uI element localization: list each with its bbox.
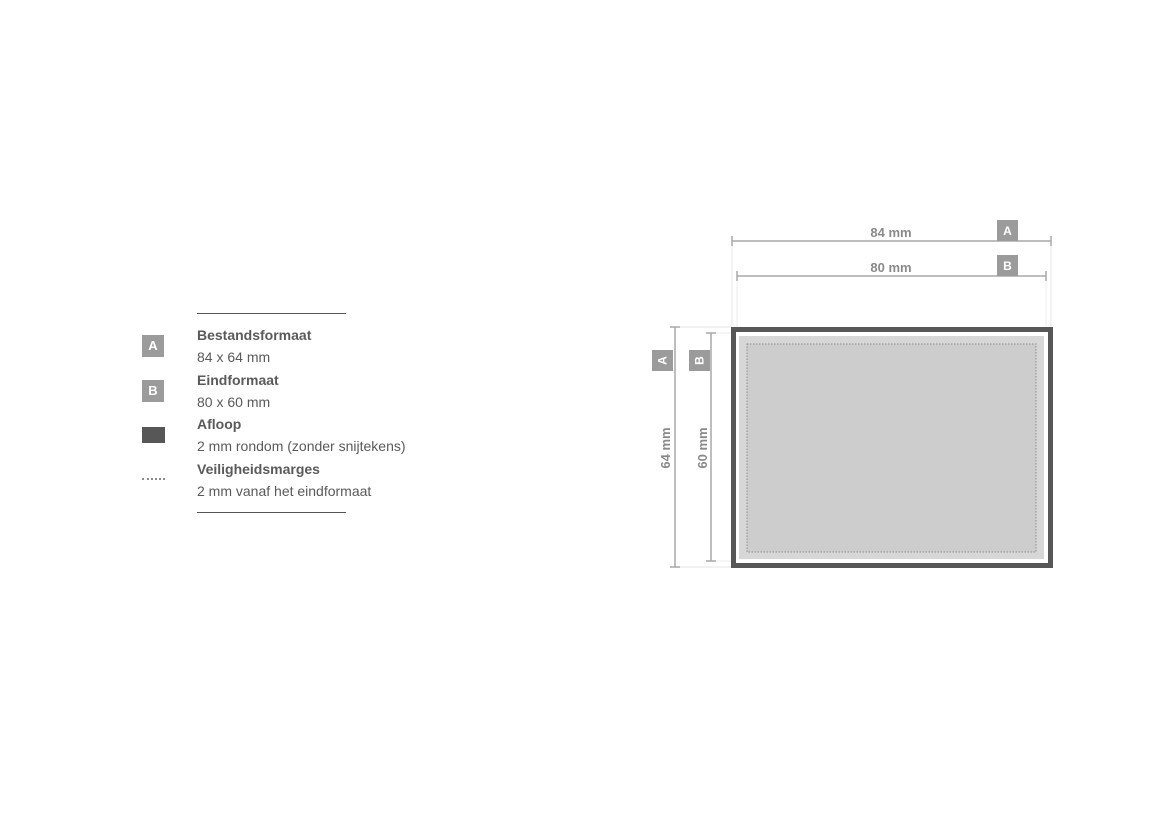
legend-title-file-format: Bestandsformaat — [197, 327, 312, 343]
legend-bottom-rule — [197, 512, 346, 513]
legend-title-final-format: Eindformaat — [197, 372, 279, 388]
safety-margin-swatch — [142, 478, 165, 480]
badge-b: B — [142, 380, 164, 402]
badge-b-left-box — [689, 350, 710, 371]
badge-a-left: A — [656, 356, 670, 365]
safety-area — [746, 343, 1037, 553]
badge-a-left-box — [652, 350, 673, 371]
badge-b-top-box — [997, 255, 1018, 276]
legend-top-rule — [197, 313, 346, 314]
badge-b-top: B — [1003, 259, 1012, 273]
dimension-label-height-a: 64 mm — [658, 427, 673, 468]
legend-text-file-format: 84 x 64 mm — [197, 349, 271, 365]
legend-title-bleed: Afloop — [197, 416, 242, 432]
badge-a: A — [142, 335, 164, 357]
badge-a-top: A — [1003, 224, 1012, 238]
dimension-label-width-b: 80 mm — [870, 260, 911, 275]
dimension-label-height-b: 60 mm — [695, 427, 710, 468]
legend-text-safety-margins: 2 mm vanaf het eindformaat — [197, 483, 372, 499]
dimension-label-width-a: 84 mm — [870, 225, 911, 240]
legend-title-safety-margins: Veiligheidsmarges — [197, 461, 320, 477]
bleed-swatch — [142, 427, 165, 443]
legend-text-bleed: 2 mm rondom (zonder snijtekens) — [197, 438, 406, 454]
badge-a-top-box — [997, 220, 1018, 241]
legend-text-final-format: 80 x 60 mm — [197, 394, 271, 410]
badge-b-left: B — [693, 356, 707, 365]
